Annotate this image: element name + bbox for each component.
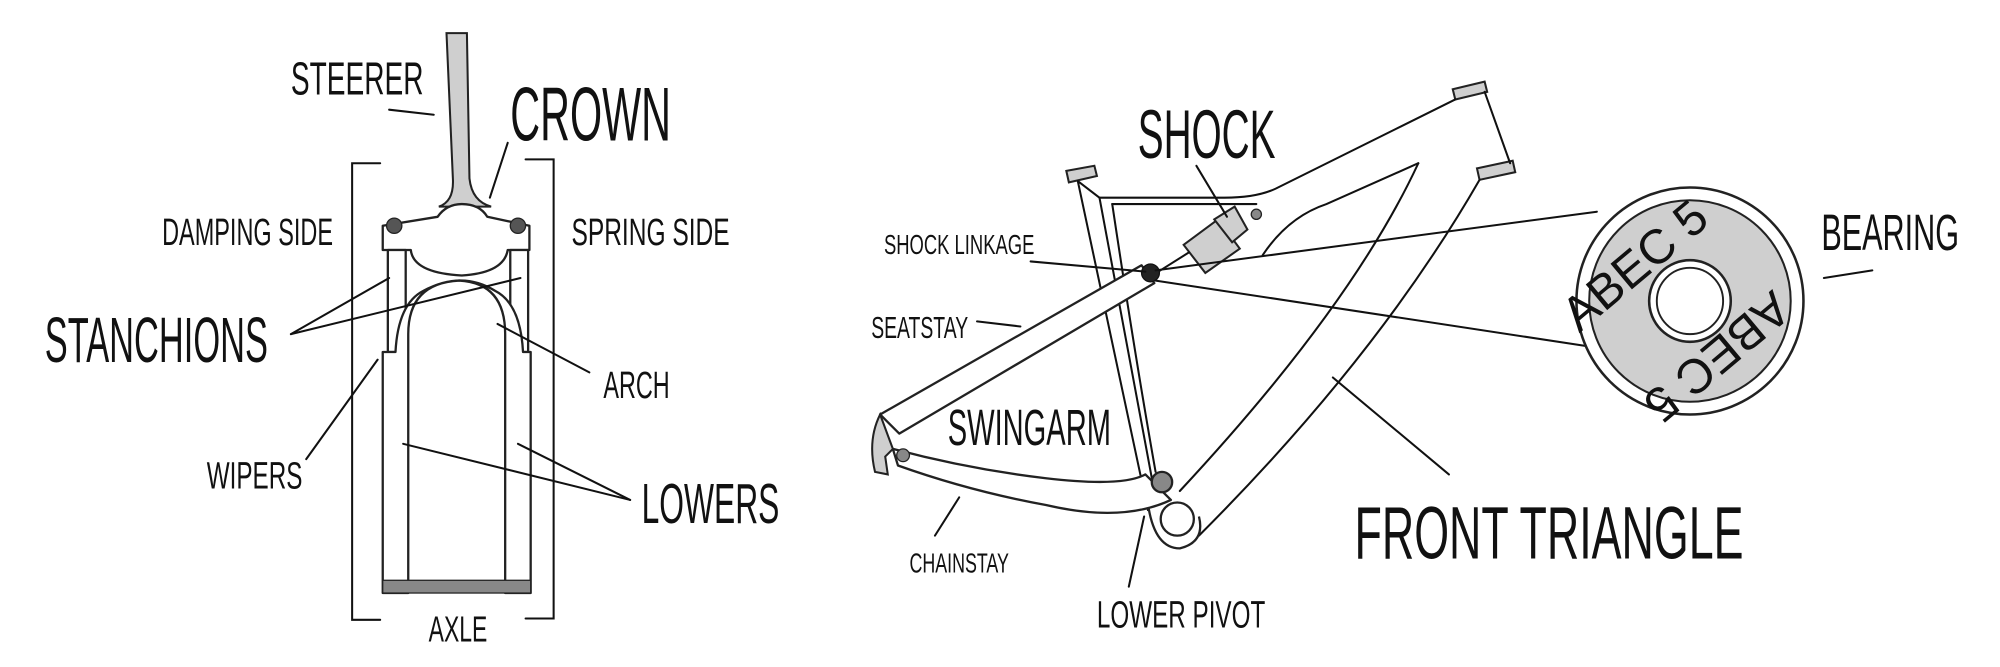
seattube-cap <box>1065 164 1099 184</box>
label-lower-pivot: LOWER PIVOT <box>1097 593 1265 636</box>
label-shock: SHOCK <box>1138 95 1276 173</box>
label-bearing: BEARING <box>1821 204 1959 261</box>
shock-linkage-pivot <box>1140 263 1161 283</box>
label-arch: ARCH <box>603 363 669 406</box>
label-lowers: LOWERS <box>642 472 780 535</box>
label-shock-linkage: SHOCK LINKAGE <box>884 230 1034 261</box>
steerer-tube <box>438 32 492 208</box>
headtube-bottom-cap <box>1475 159 1517 182</box>
bearing-illustration: ABEC 5 ABEC 5 <box>1552 186 1805 433</box>
label-crown: CROWN <box>510 72 671 158</box>
bottom-bracket <box>1159 501 1195 537</box>
dropout <box>871 411 895 476</box>
axle-bar <box>382 579 532 594</box>
label-swingarm: SWINGARM <box>948 398 1111 456</box>
labels: STEERER CROWN DAMPING SIDE SPRING SIDE S… <box>45 55 1959 650</box>
spring-side-bracket <box>524 158 555 620</box>
label-steerer: STEERER <box>291 55 424 106</box>
label-wipers: WIPERS <box>207 454 303 497</box>
label-front-triangle: FRONT TRIANGLE <box>1355 492 1744 574</box>
headtube-top-cap <box>1451 80 1489 101</box>
fork-lowers <box>381 279 532 595</box>
damping-side-bracket <box>351 162 382 621</box>
seatstay <box>878 264 1156 435</box>
label-chainstay: CHAINSTAY <box>909 548 1009 579</box>
label-damping-side: DAMPING SIDE <box>162 210 333 253</box>
label-spring-side: SPRING SIDE <box>571 210 729 253</box>
label-stanchions: STANCHIONS <box>45 305 268 376</box>
suspension-fork <box>289 32 632 621</box>
rear-shock-can <box>1212 205 1249 244</box>
rear-axle-pivot <box>896 448 911 463</box>
label-axle: AXLE <box>429 611 488 650</box>
chainstay <box>891 447 1173 514</box>
shock-upper-mount <box>1250 208 1263 220</box>
bike-frame: ABEC 5 ABEC 5 <box>871 80 1874 588</box>
label-seatstay: SEATSTAY <box>871 312 968 345</box>
lower-pivot-bearing <box>1150 470 1174 494</box>
crown-cap-right <box>509 217 527 235</box>
crown-cap-left <box>385 217 403 235</box>
